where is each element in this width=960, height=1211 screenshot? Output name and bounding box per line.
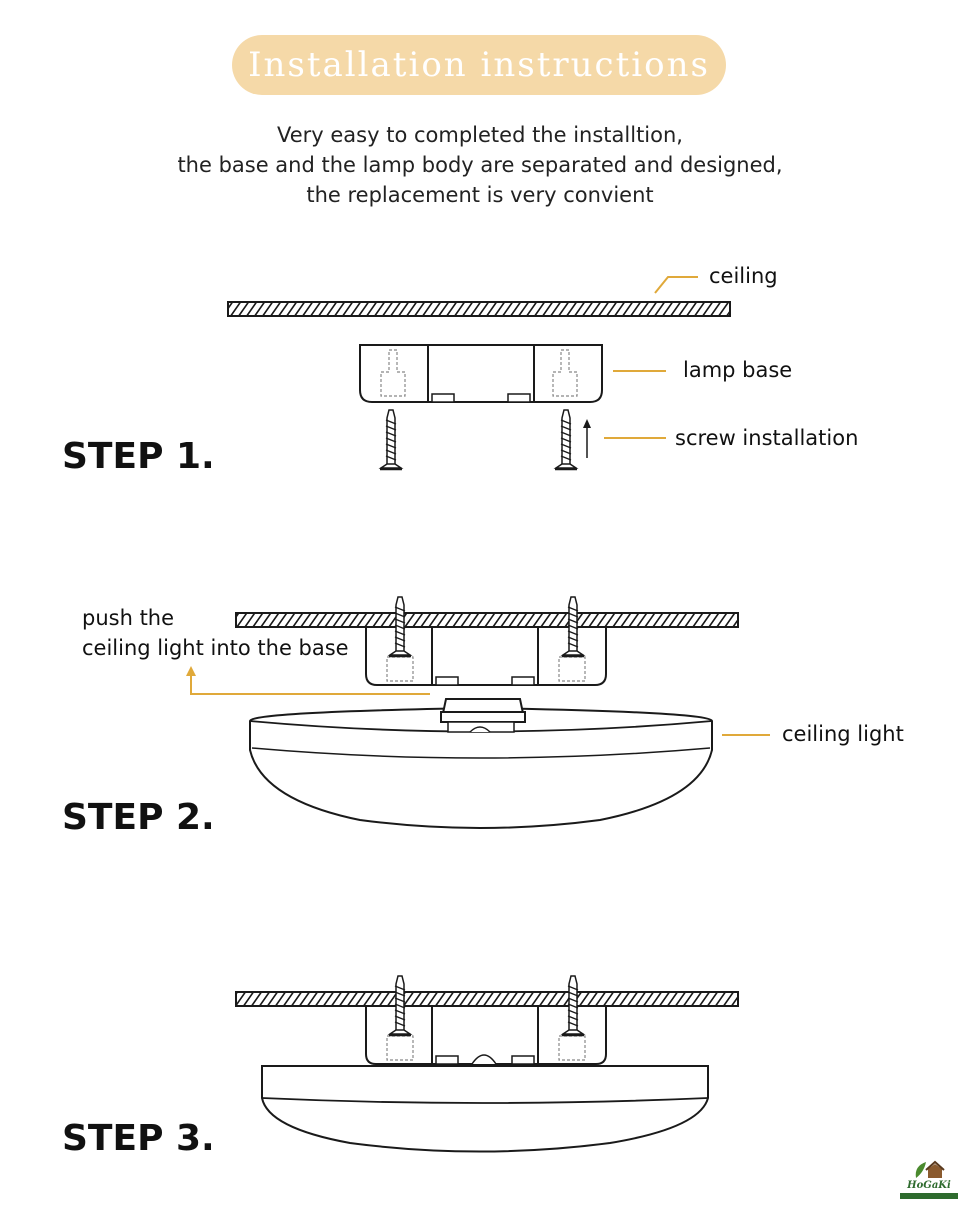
label-push-line1: push the <box>82 606 175 630</box>
step3-ceiling-light <box>261 1065 709 1153</box>
label-ceiling-light: ceiling light <box>782 722 904 746</box>
step2-ceiling <box>235 612 739 628</box>
step1-lamp-base <box>359 344 603 403</box>
step1-screw-left <box>378 408 404 471</box>
step1-screw-right <box>553 408 579 471</box>
up-arrow-orange-icon <box>186 666 196 676</box>
step2-diagram <box>186 595 770 829</box>
step2-lamp-base <box>365 626 607 686</box>
callout-line-push <box>190 674 430 695</box>
step3-label: STEP 3. <box>62 1118 215 1159</box>
step1-label: STEP 1. <box>62 436 215 477</box>
intro-text: Very easy to completed the installtion, … <box>0 120 960 210</box>
step1-ceiling <box>227 301 731 317</box>
step1-diagram <box>227 276 731 471</box>
brand-logo: HoGaKi <box>900 1158 958 1200</box>
label-lamp-base: lamp base <box>683 358 793 382</box>
step3-ceiling <box>235 991 739 1007</box>
step3-diagram <box>235 974 739 1153</box>
title-banner: Installation instructions <box>232 35 726 95</box>
logo-underline <box>900 1193 958 1199</box>
label-push-line2: ceiling light into the base <box>82 636 349 660</box>
logo-text: HoGaKi <box>907 1180 951 1191</box>
page-title: Installation instructions <box>248 45 710 85</box>
label-ceiling: ceiling <box>709 264 778 288</box>
intro-line-2: the base and the lamp body are separated… <box>177 153 783 177</box>
up-arrow-icon <box>583 419 591 458</box>
step2-label: STEP 2. <box>62 797 215 838</box>
callout-line-ceiling <box>654 276 698 294</box>
step2-ceiling-light <box>249 698 713 829</box>
step3-lamp-base <box>365 1005 607 1065</box>
leaf-house-icon <box>915 1160 945 1178</box>
intro-line-1: Very easy to completed the installtion, <box>277 123 683 147</box>
label-screw-installation: screw installation <box>675 426 859 450</box>
intro-line-3: the replacement is very convient <box>306 183 654 207</box>
